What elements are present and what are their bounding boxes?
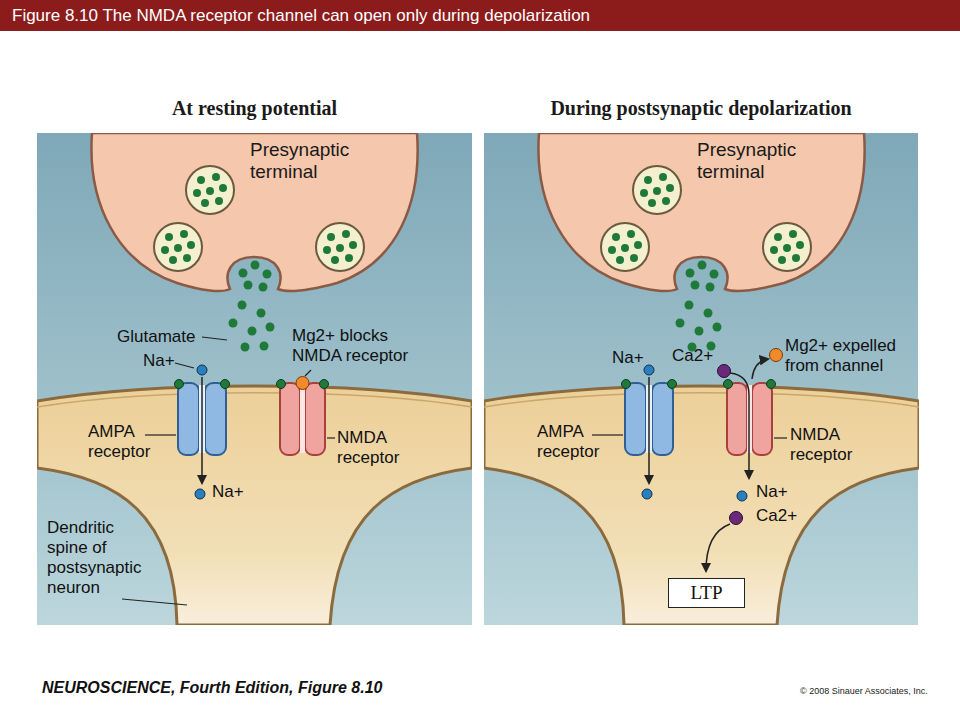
callout-label: Glutamate [117, 327, 195, 347]
illustration-path [592, 434, 623, 435]
ltp-label: LTP [690, 582, 722, 604]
ion-label: Ca2+ [756, 506, 797, 526]
illustration-circle [770, 349, 783, 362]
illustration-path [305, 370, 311, 376]
receptor-label: AMPA receptor [88, 422, 173, 462]
illustration-use [91, 133, 417, 292]
ltp-box: LTP [668, 578, 745, 608]
illustration-use [484, 301, 919, 626]
source-credit: NEUROSCIENCE, Fourth Edition, Figure 8.1… [42, 678, 382, 698]
illustration-path [752, 359, 768, 379]
illustration-path [706, 524, 730, 571]
receptor-label: NMDA receptor [790, 425, 875, 465]
receptor-label: AMPA receptor [537, 422, 622, 462]
presynaptic-terminal: Presynaptic terminal [529, 133, 874, 303]
callout-label: Mg2+ expelled from channel [785, 336, 920, 376]
illustration-path [122, 599, 187, 605]
illustration-path [175, 363, 194, 368]
illustration-use [37, 301, 472, 626]
ion-label: Na+ [612, 348, 644, 368]
structure-label: Dendritic spine of postsynaptic neuron [47, 518, 152, 598]
terminal-label: Presynaptic terminal [697, 139, 815, 183]
illustration-circle [718, 365, 731, 378]
illustration-path [774, 437, 787, 438]
ion-label: Ca2+ [672, 346, 713, 366]
callout-label: Mg2+ blocks NMDA receptor [292, 326, 432, 366]
synapse-panel: During postsynaptic depolarization Presy… [484, 133, 918, 625]
presynaptic-terminal: Presynaptic terminal [82, 133, 427, 303]
ion-label: Na+ [212, 482, 244, 502]
illustration-path [202, 337, 227, 340]
ion-label: Na+ [756, 482, 788, 502]
illustration-path [730, 373, 749, 478]
illustration-circle [730, 512, 743, 525]
figure-title: Figure 8.10 The NMDA receptor channel ca… [0, 0, 960, 31]
illustration-use [538, 133, 864, 292]
illustration-circle [737, 491, 747, 501]
terminal-label: Presynaptic terminal [250, 139, 368, 183]
illustration-circle [296, 377, 309, 390]
copyright-note: © 2008 Sinauer Associates, Inc. [800, 686, 928, 697]
ion-label: Na+ [143, 351, 175, 371]
panel-heading: During postsynaptic depolarization [484, 97, 918, 120]
illustration-path [145, 434, 176, 435]
panel-heading: At resting potential [37, 97, 472, 120]
illustration-path [327, 437, 335, 438]
title-bar: Figure 8.10 The NMDA receptor channel ca… [0, 0, 960, 31]
receptor-label: NMDA receptor [337, 428, 422, 468]
